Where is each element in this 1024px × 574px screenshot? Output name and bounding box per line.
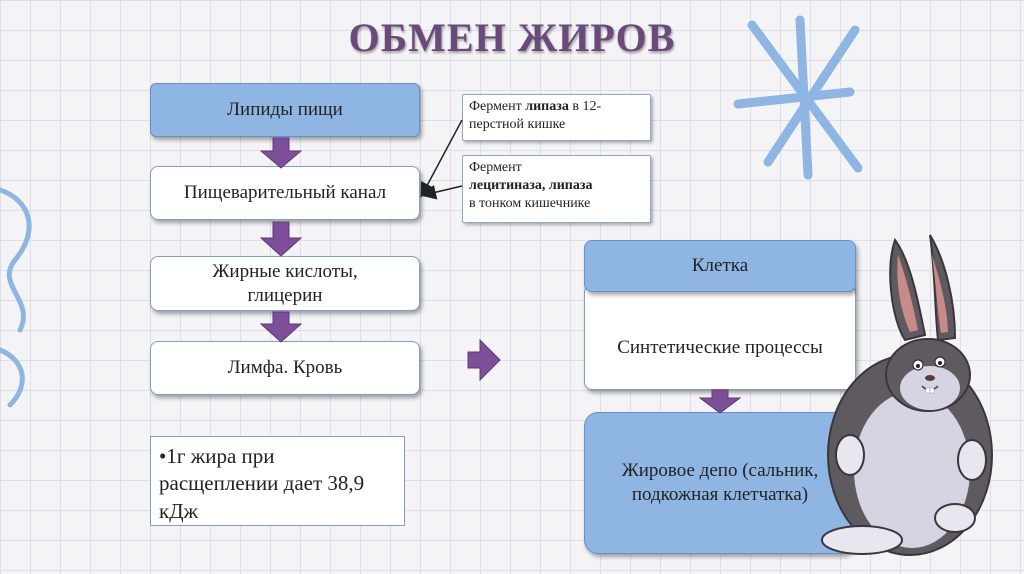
lecithinase-connector-line	[424, 186, 462, 195]
down-arrow-4	[700, 390, 740, 413]
down-arrow-2	[261, 222, 301, 256]
right-arrow	[468, 340, 500, 380]
down-arrow-1	[261, 138, 301, 168]
bunny-illustration	[822, 235, 992, 555]
lipase-connector-line	[422, 120, 462, 195]
down-arrow-3	[261, 312, 301, 342]
